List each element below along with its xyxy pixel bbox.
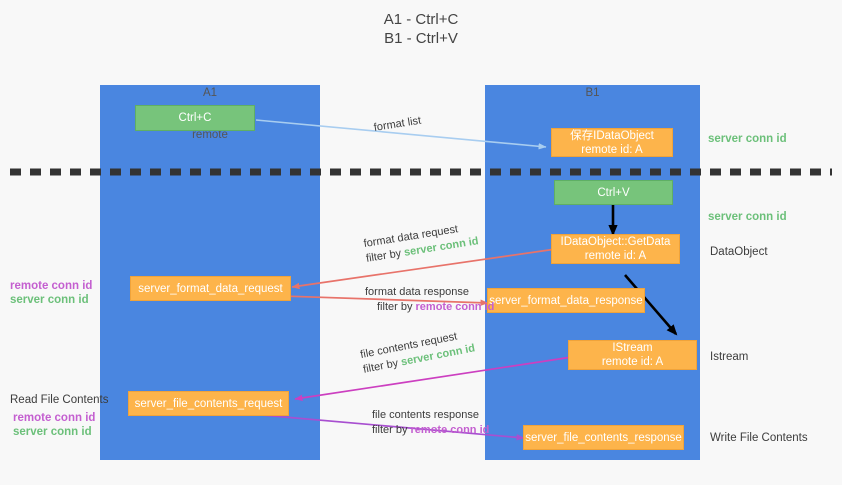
edge-label-file-contents-response: file contents response filter by remote …	[372, 408, 489, 438]
filter-prefix: filter by	[372, 424, 411, 436]
lane-a1-name: A1	[202, 87, 218, 99]
arrow-format-list	[255, 119, 547, 150]
node-server-format-data-response[interactable]: server_format_data_response	[487, 288, 645, 313]
annotation-server-conn-id-top: server conn id	[708, 133, 787, 145]
annotation-write-file-contents: Write File Contents	[710, 432, 808, 444]
node-idataobject-getdata[interactable]: IDataObject::GetData remote id: A	[551, 234, 680, 264]
annotation-server-conn-id-lower: server conn id	[13, 426, 92, 438]
edge-label-file-contents-response-title: file contents response	[372, 409, 480, 421]
edge-label-format-data-response-title: format data response	[365, 286, 469, 298]
lane-b1-name: B1	[585, 87, 600, 99]
annotation-remote-conn-id-upper: remote conn id	[10, 280, 93, 292]
node-save-idataobject[interactable]: 保存IDataObject remote id: A	[551, 128, 673, 157]
annotation-dataobject: DataObject	[710, 246, 768, 258]
page-title: A1 - Ctrl+C B1 - Ctrl+V	[383, 11, 459, 47]
filter-prefix: filter by	[377, 301, 416, 313]
lane-a1-sub: remote	[192, 129, 228, 141]
node-ctrl-v[interactable]: Ctrl+V	[554, 180, 673, 205]
node-server-file-contents-response[interactable]: server_file_contents_response	[523, 425, 684, 450]
arrow-file-contents-request	[294, 356, 573, 402]
filter-value-remote-conn-id: remote conn id	[410, 424, 490, 436]
lane-header-a1: A1 remote	[100, 58, 320, 156]
node-ctrl-c[interactable]: Ctrl+C	[135, 105, 255, 131]
node-istream[interactable]: IStream remote id: A	[568, 340, 697, 370]
annotation-istream: Istream	[710, 351, 749, 363]
annotation-read-file-contents: Read File Contents	[10, 394, 109, 406]
edge-label-file-contents-response-filter: filter by remote conn id	[372, 423, 489, 438]
annotation-remote-conn-id-lower: remote conn id	[13, 412, 96, 424]
node-server-format-data-request[interactable]: server_format_data_request	[130, 276, 291, 301]
filter-value-remote-conn-id: remote conn id	[415, 301, 495, 313]
arrow-getdata-to-istream	[624, 274, 678, 336]
arrow-format-data-request	[291, 248, 557, 290]
edge-label-format-data-response-filter: filter by remote conn id	[365, 300, 494, 315]
annotation-server-conn-id-upper: server conn id	[10, 294, 89, 306]
edge-label-format-data-response: format data response filter by remote co…	[365, 285, 494, 315]
annotation-server-conn-id-middle: server conn id	[708, 211, 787, 223]
node-server-file-contents-request[interactable]: server_file_contents_request	[128, 391, 289, 416]
